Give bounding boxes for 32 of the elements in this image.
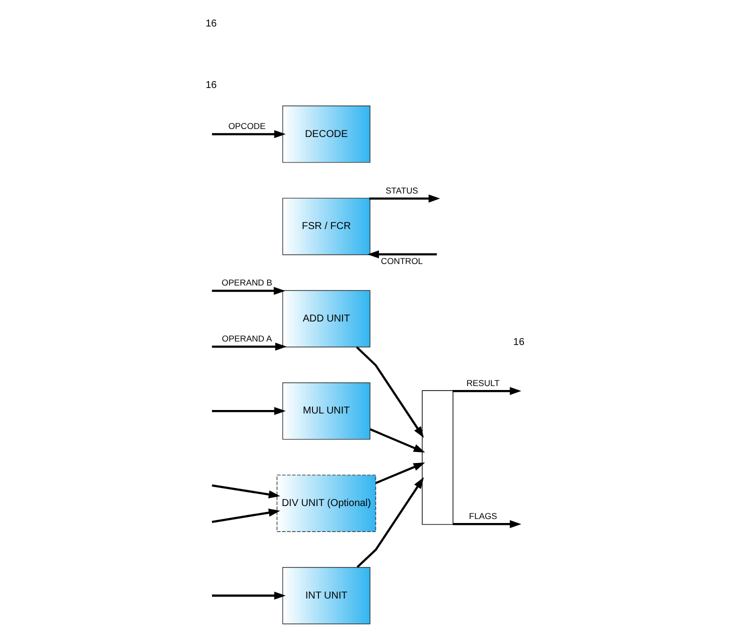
arrow — [212, 407, 286, 416]
arrow — [370, 428, 426, 453]
node-box: DIV UNIT (Optional) — [276, 474, 376, 532]
node-box: INT UNIT — [282, 567, 370, 624]
edge-label: FLAGS — [469, 510, 498, 521]
arrow — [212, 130, 286, 138]
node-box: DECODE — [282, 106, 370, 163]
edge-label: CONTROL — [380, 256, 423, 266]
arrow — [212, 286, 286, 295]
arrow — [452, 387, 522, 396]
label: 16 — [513, 337, 524, 348]
arrow — [356, 477, 424, 568]
node-box: FSR / FCR — [282, 198, 370, 256]
arrow — [212, 484, 280, 498]
arrow — [375, 462, 426, 484]
edge-label: OPCODE — [228, 120, 266, 131]
node-box: MUL UNIT — [282, 382, 370, 440]
node-trapezoid — [422, 390, 454, 525]
arrow — [212, 342, 287, 351]
arrow — [212, 592, 286, 600]
arrow — [356, 346, 424, 438]
edge-label: STATUS — [386, 185, 418, 196]
arrow — [212, 508, 280, 523]
arrow — [367, 250, 437, 258]
label: 16 — [206, 18, 217, 30]
node-box: ADD UNIT — [282, 290, 370, 348]
edge-label: OPERAND A — [222, 333, 272, 344]
arrow — [369, 194, 440, 203]
arrow — [453, 520, 522, 528]
edge-label: OPERAND B — [222, 278, 272, 288]
edge-label: RESULT — [466, 378, 500, 388]
label: 16 — [206, 80, 217, 92]
